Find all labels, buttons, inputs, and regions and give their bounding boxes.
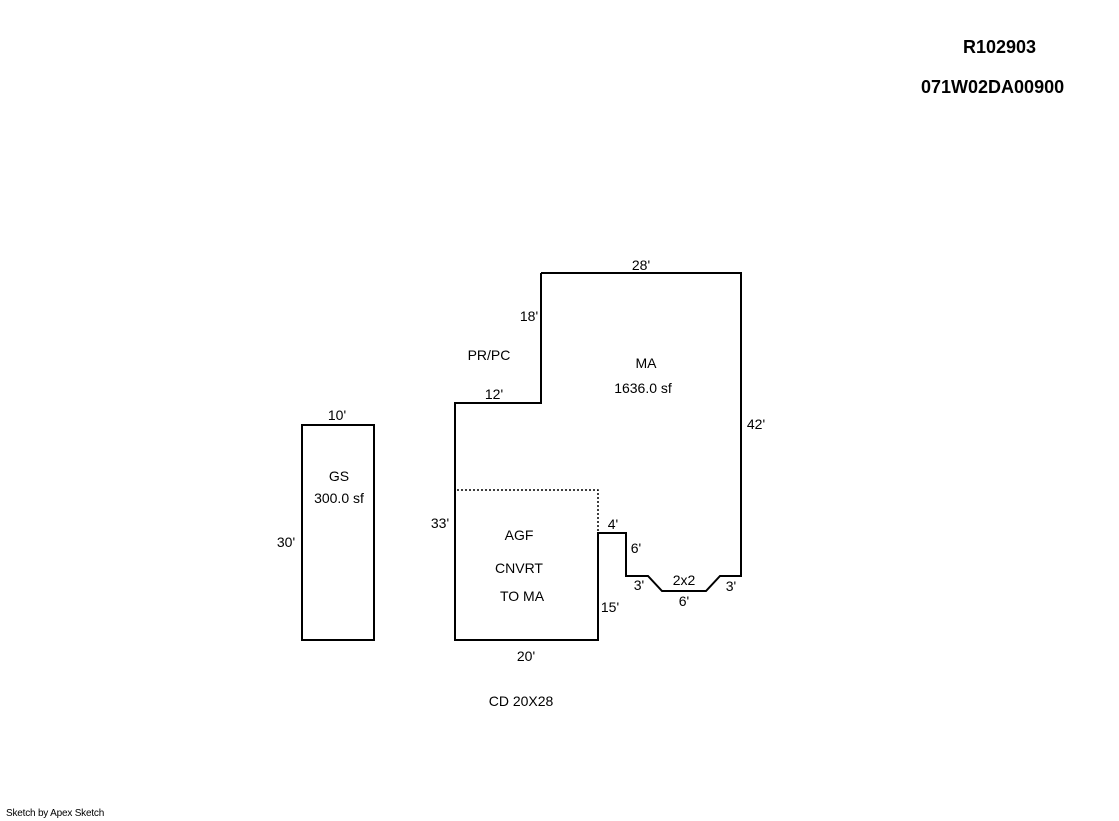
main-dim-step: 12' <box>485 386 503 402</box>
main-dim-upper-left: 18' <box>520 308 538 324</box>
deck-note: CD 20X28 <box>489 693 554 709</box>
notch-dim-side: 6' <box>631 540 641 556</box>
sketch-credit: Sketch by Apex Sketch <box>6 808 105 819</box>
garage-code: GS <box>329 468 349 484</box>
conversion-line-2: CNVRT <box>495 560 543 576</box>
bay-dim-bottom: 6' <box>679 593 689 609</box>
conversion-boundary <box>457 489 599 533</box>
main-code: MA <box>636 355 658 371</box>
main-area: 1636.0 sf <box>614 380 672 396</box>
main-dim-left: 33' <box>431 515 449 531</box>
main-building-outline <box>454 272 742 641</box>
garage-dim-left: 30' <box>277 534 295 550</box>
notch-dim-top: 4' <box>608 516 618 532</box>
garage-outline <box>301 424 375 641</box>
conversion-line-3: TO MA <box>500 588 545 604</box>
parcel-id: 071W02DA00900 <box>921 77 1065 97</box>
conversion-dim-bottom: 20' <box>517 648 535 664</box>
main-dim-top: 28' <box>632 257 650 273</box>
bay-dim-left: 3' <box>634 577 644 593</box>
main-dim-right: 42' <box>747 416 765 432</box>
garage-dim-top: 10' <box>328 407 346 423</box>
bay-dim-right: 3' <box>726 578 736 594</box>
garage-area: 300.0 sf <box>314 490 364 506</box>
porch-label: PR/PC <box>468 347 511 363</box>
conversion-line-1: AGF <box>505 527 534 543</box>
account-id: R102903 <box>963 37 1037 57</box>
bay-label: 2x2 <box>673 572 696 588</box>
conversion-dim-right: 15' <box>601 599 619 615</box>
